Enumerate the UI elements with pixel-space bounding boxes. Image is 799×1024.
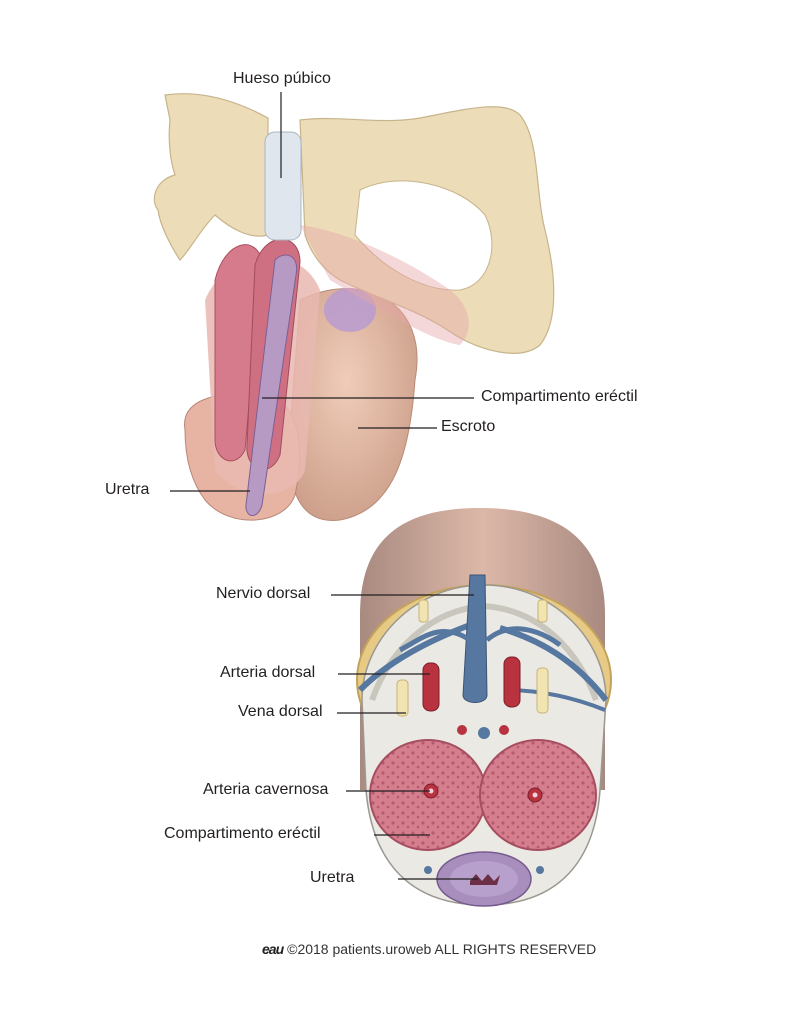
nerve-left — [396, 679, 409, 717]
small-vein-d — [536, 866, 544, 874]
cross-section — [356, 508, 612, 907]
label-arteria-dorsal: Arteria dorsal — [220, 664, 316, 681]
obturator-foramen — [354, 180, 493, 291]
small-vein-c — [424, 866, 432, 874]
urethra-section — [470, 874, 500, 885]
label-nervio-dorsal: Nervio dorsal — [216, 585, 311, 602]
dorsal-vein — [462, 574, 488, 703]
small-artery-a — [457, 725, 467, 735]
label-escroto: Escroto — [441, 418, 496, 435]
label-hueso-pubico: Hueso púbico — [233, 70, 331, 87]
small-artery-b — [499, 725, 509, 735]
superficial-vein-left — [357, 622, 472, 693]
label-arteria-cavernosa: Arteria cavernosa — [203, 781, 329, 798]
dorsal-artery-left — [422, 662, 440, 712]
nerve-right — [536, 667, 549, 714]
label-compartimento-erectil-top: Compartimento eréctil — [481, 388, 638, 405]
label-uretra-bottom: Uretra — [310, 869, 355, 886]
vein-branch-right — [485, 626, 562, 648]
nerve-top-right — [537, 599, 548, 623]
urethra-side — [245, 254, 298, 516]
small-vein-a — [478, 727, 490, 739]
copyright-footer: eau©2018 patients.uroweb ALL RIGHTS RESE… — [262, 941, 596, 957]
vein-branch-left — [398, 628, 472, 653]
superficial-vein-right — [499, 625, 609, 702]
label-vena-dorsal: Vena dorsal — [238, 703, 323, 720]
leader-lines — [170, 92, 478, 880]
label-compartimento-erectil-bottom: Compartimento eréctil — [164, 825, 321, 842]
bulb-shape — [324, 288, 376, 332]
eau-logo: eau — [262, 941, 284, 957]
pelvis-side-view — [153, 93, 555, 521]
label-uretra-top: Uretra — [105, 481, 150, 498]
cavernous-artery-left-lumen — [428, 788, 434, 794]
dorsal-artery-right — [503, 656, 521, 708]
cavernous-artery-right-lumen — [532, 792, 538, 798]
pubic-symphysis — [264, 131, 302, 241]
skin-overlay — [300, 225, 469, 345]
nerve-top-left — [418, 599, 429, 623]
copyright-text: ©2018 patients.uroweb ALL RIGHTS RESERVE… — [287, 941, 597, 957]
